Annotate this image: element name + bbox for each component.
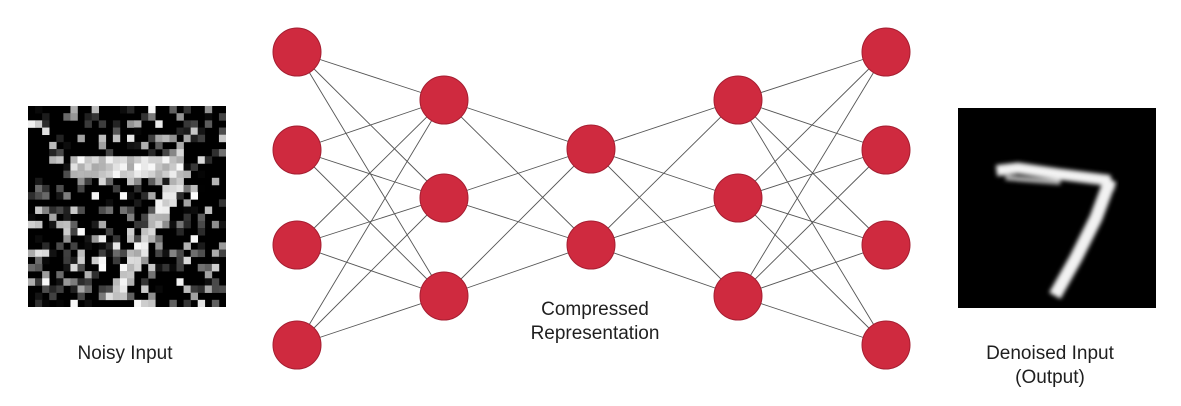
edge-l3-n0-to-n0 — [737, 51, 887, 101]
edge-l0-n1-to-n1 — [296, 149, 445, 199]
compressed-label-line2: Representation — [530, 323, 660, 344]
network-edges — [296, 51, 887, 346]
denoised-output-image — [958, 108, 1156, 308]
edge-l3-n0-to-n2 — [737, 99, 887, 246]
edge-l3-n2-to-n3 — [737, 295, 887, 346]
network-nodes — [272, 27, 911, 370]
node-layer2-0 — [566, 124, 616, 174]
denoised-label-line2: (Output) — [1015, 367, 1085, 388]
noisy-input-image — [28, 106, 227, 308]
edge-l0-n2-to-n1 — [296, 197, 445, 246]
node-layer1-1 — [419, 173, 469, 223]
node-layer3-1 — [713, 173, 763, 223]
node-layer0-0 — [272, 27, 322, 77]
edge-l2-n1-to-n1 — [590, 197, 739, 246]
denoised-label-line1: Denoised Input — [986, 343, 1114, 364]
compressed-representation-label: Compressed Representation — [485, 298, 705, 346]
compressed-label-line1: Compressed — [541, 299, 649, 320]
edge-l1-n0-to-n0 — [443, 99, 592, 150]
node-layer1-0 — [419, 75, 469, 125]
edge-l0-n2-to-n0 — [296, 99, 445, 246]
node-layer0-2 — [272, 220, 322, 270]
node-layer4-1 — [861, 125, 911, 175]
edge-l2-n0-to-n0 — [590, 99, 739, 150]
edge-l2-n1-to-n2 — [590, 244, 739, 297]
edge-l3-n2-to-n2 — [737, 244, 887, 297]
edge-l2-n0-to-n1 — [590, 148, 739, 199]
edge-l0-n3-to-n1 — [296, 197, 445, 346]
denoised-digit-7 — [995, 162, 1117, 299]
edge-l3-n2-to-n0 — [737, 51, 887, 297]
edge-l3-n1-to-n2 — [737, 197, 887, 246]
edge-l2-n1-to-n0 — [590, 99, 739, 246]
noisy-input-label: Noisy Input — [77, 343, 173, 364]
node-layer0-1 — [272, 125, 322, 175]
node-layer0-3 — [272, 320, 322, 370]
node-layer3-2 — [713, 271, 763, 321]
edge-l3-n1-to-n3 — [737, 197, 887, 346]
edge-l3-n1-to-n0 — [737, 51, 887, 199]
edge-l1-n1-to-n0 — [443, 148, 592, 199]
edge-l1-n1-to-n1 — [443, 197, 592, 246]
edge-l0-n3-to-n2 — [296, 295, 445, 346]
edge-l1-n2-to-n0 — [443, 148, 592, 297]
node-layer4-3 — [861, 320, 911, 370]
edge-l2-n0-to-n2 — [590, 148, 739, 297]
node-layer4-2 — [861, 220, 911, 270]
edge-l0-n2-to-n2 — [296, 244, 445, 297]
node-layer1-2 — [419, 271, 469, 321]
edge-l0-n1-to-n0 — [296, 99, 445, 151]
edge-l1-n2-to-n1 — [443, 244, 592, 297]
edge-l1-n0-to-n1 — [443, 99, 592, 246]
noisy-digit-pixels — [28, 106, 227, 308]
edge-l0-n3-to-n0 — [296, 99, 445, 346]
node-layer3-0 — [713, 75, 763, 125]
node-layer4-0 — [861, 27, 911, 77]
node-layer2-1 — [566, 220, 616, 270]
denoised-input-label: Denoised Input (Output) — [945, 342, 1155, 390]
edge-l3-n2-to-n1 — [737, 149, 887, 297]
edge-l0-n0-to-n0 — [296, 51, 445, 101]
